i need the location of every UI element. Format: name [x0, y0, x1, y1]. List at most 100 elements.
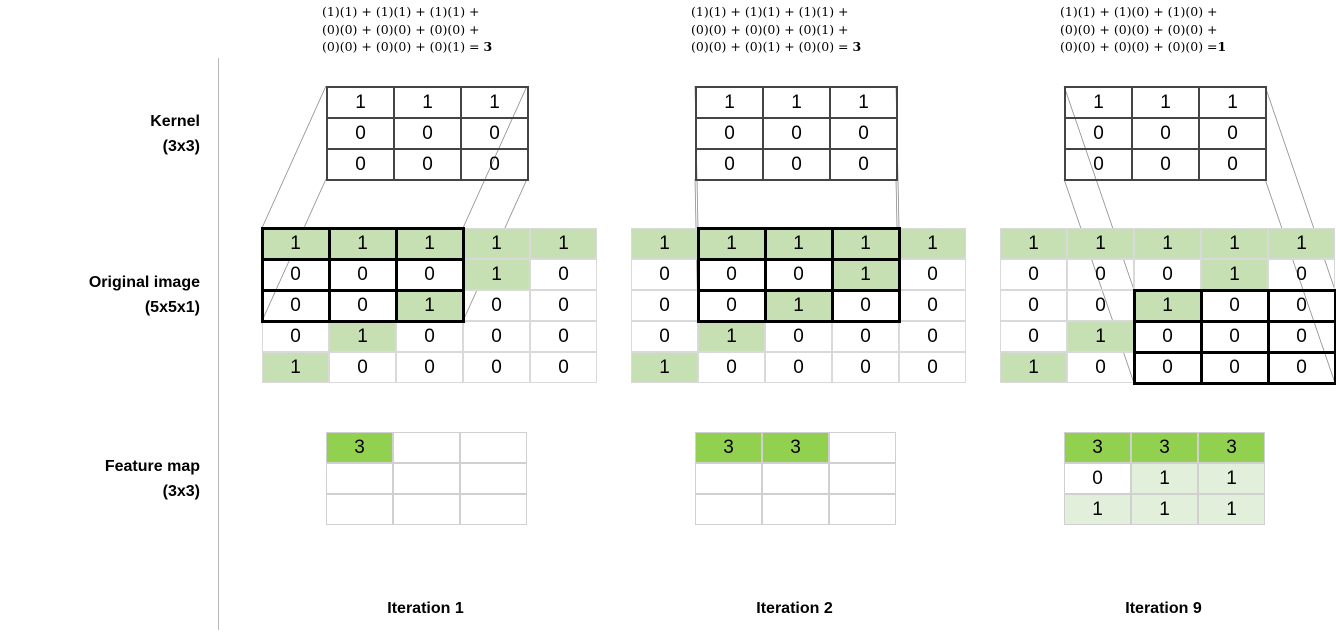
image-cell: 0: [329, 352, 396, 383]
image-cell: 0: [1134, 352, 1201, 383]
kernel-cell: 1: [394, 87, 461, 118]
image-cell: 1: [832, 259, 899, 290]
image-cell: 0: [262, 259, 329, 290]
image-cell: 0: [1268, 321, 1335, 352]
projection-line: [462, 85, 528, 229]
kernel-cell: 0: [763, 118, 830, 149]
kernel-cell: 1: [461, 87, 528, 118]
window-divider: [1134, 351, 1335, 354]
window-divider: [698, 289, 899, 292]
feature-map-cell: 3: [1198, 432, 1265, 463]
image-cell: 1: [765, 228, 832, 259]
divider-line: [218, 58, 219, 630]
kernel-cell: 0: [394, 118, 461, 149]
image-cell: 0: [463, 321, 530, 352]
kernel-cell: 0: [461, 149, 528, 180]
image-cell: 0: [1268, 259, 1335, 290]
image-cell: 0: [1067, 259, 1134, 290]
image-cell: 0: [262, 321, 329, 352]
kernel-cell: 1: [1199, 87, 1266, 118]
kernel-cell: 1: [1065, 87, 1132, 118]
image-cell: 0: [631, 290, 698, 321]
kernel-cell: 0: [1132, 118, 1199, 149]
formula-line-text: (0)(0) + (0)(1) + (0)(0) =: [691, 39, 853, 54]
image-cell: 1: [631, 352, 698, 383]
image-cell: 0: [329, 290, 396, 321]
kernel-cell: 0: [327, 149, 394, 180]
formula-line: (0)(0) + (0)(0) + (0)(1) +: [691, 21, 849, 37]
kernel-cell: 0: [327, 118, 394, 149]
image-cell: 1: [1000, 228, 1067, 259]
row-label-image-size: (5x5x1): [144, 299, 200, 316]
feature-map-cell: [393, 494, 460, 525]
image-cell: 0: [530, 259, 597, 290]
image-cell: 0: [1134, 259, 1201, 290]
kernel-cell: 1: [763, 87, 830, 118]
image-cell: 1: [698, 228, 765, 259]
image-cell: 0: [530, 290, 597, 321]
feature-map-cell: [460, 432, 527, 463]
image-cell: 1: [899, 228, 966, 259]
image-cell: 1: [698, 321, 765, 352]
image-cell: 0: [1134, 321, 1201, 352]
formula-line: (0)(0) + (0)(0) + (0)(0) +: [1060, 21, 1218, 37]
image-cell: 0: [530, 321, 597, 352]
image-cell: 1: [1201, 228, 1268, 259]
window-divider: [1267, 290, 1270, 383]
image-cell: 1: [463, 228, 530, 259]
feature-map-cell: 0: [1064, 463, 1131, 494]
image-cell: 0: [631, 321, 698, 352]
row-label-fmap-title: Feature map: [104, 458, 200, 475]
feature-map-cell: 1: [1131, 494, 1198, 525]
image-cell: 1: [262, 228, 329, 259]
row-label-kernel-title: Kernel: [150, 113, 200, 130]
window-divider: [1200, 290, 1203, 383]
feature-map-cell: [829, 432, 896, 463]
formula-line-text: (0)(0) + (0)(0) + (0)(0) =: [1060, 39, 1218, 54]
window-divider: [262, 258, 463, 261]
image-cell: 0: [463, 352, 530, 383]
image-cell: 0: [698, 290, 765, 321]
formula-result: 3: [483, 39, 493, 54]
image-cell: 0: [832, 352, 899, 383]
kernel-cell: 0: [830, 149, 897, 180]
kernel-cell: 0: [1132, 149, 1199, 180]
kernel-cell: 0: [696, 149, 763, 180]
image-cell: 0: [832, 321, 899, 352]
row-label-original-image: Original image (5x5x1): [0, 270, 200, 320]
image-cell: 1: [1268, 228, 1335, 259]
feature-map-cell: [762, 494, 829, 525]
image-cell: 1: [832, 228, 899, 259]
image-cell: 0: [396, 321, 463, 352]
formula: (1)(1) + (1)(1) + (1)(1) +(0)(0) + (0)(0…: [691, 3, 861, 56]
image-cell: 1: [329, 228, 396, 259]
window-divider: [395, 228, 398, 321]
projection-line: [1264, 178, 1336, 384]
image-cell: 0: [899, 321, 966, 352]
kernel-cell: 0: [1065, 149, 1132, 180]
formula-result: 1: [1217, 39, 1227, 54]
image-cell: 1: [1134, 228, 1201, 259]
image-cell: 0: [1201, 321, 1268, 352]
formula-line: (0)(0) + (0)(0) + (0)(0) +: [322, 21, 480, 37]
feature-map-cell: 3: [1131, 432, 1198, 463]
formula-line: (0)(0) + (0)(0) + (0)(1) = 3: [322, 38, 492, 56]
image-cell: 1: [262, 352, 329, 383]
feature-map-cell: [762, 463, 829, 494]
window-divider: [328, 228, 331, 321]
image-cell: 0: [463, 290, 530, 321]
image-cell: 1: [396, 228, 463, 259]
row-label-kernel-size: (3x3): [162, 138, 200, 155]
feature-map-cell: [695, 494, 762, 525]
image-cell: 0: [396, 259, 463, 290]
kernel-cell: 1: [327, 87, 394, 118]
image-cell: 0: [899, 290, 966, 321]
formula: (1)(1) + (1)(1) + (1)(1) +(0)(0) + (0)(0…: [322, 3, 492, 56]
